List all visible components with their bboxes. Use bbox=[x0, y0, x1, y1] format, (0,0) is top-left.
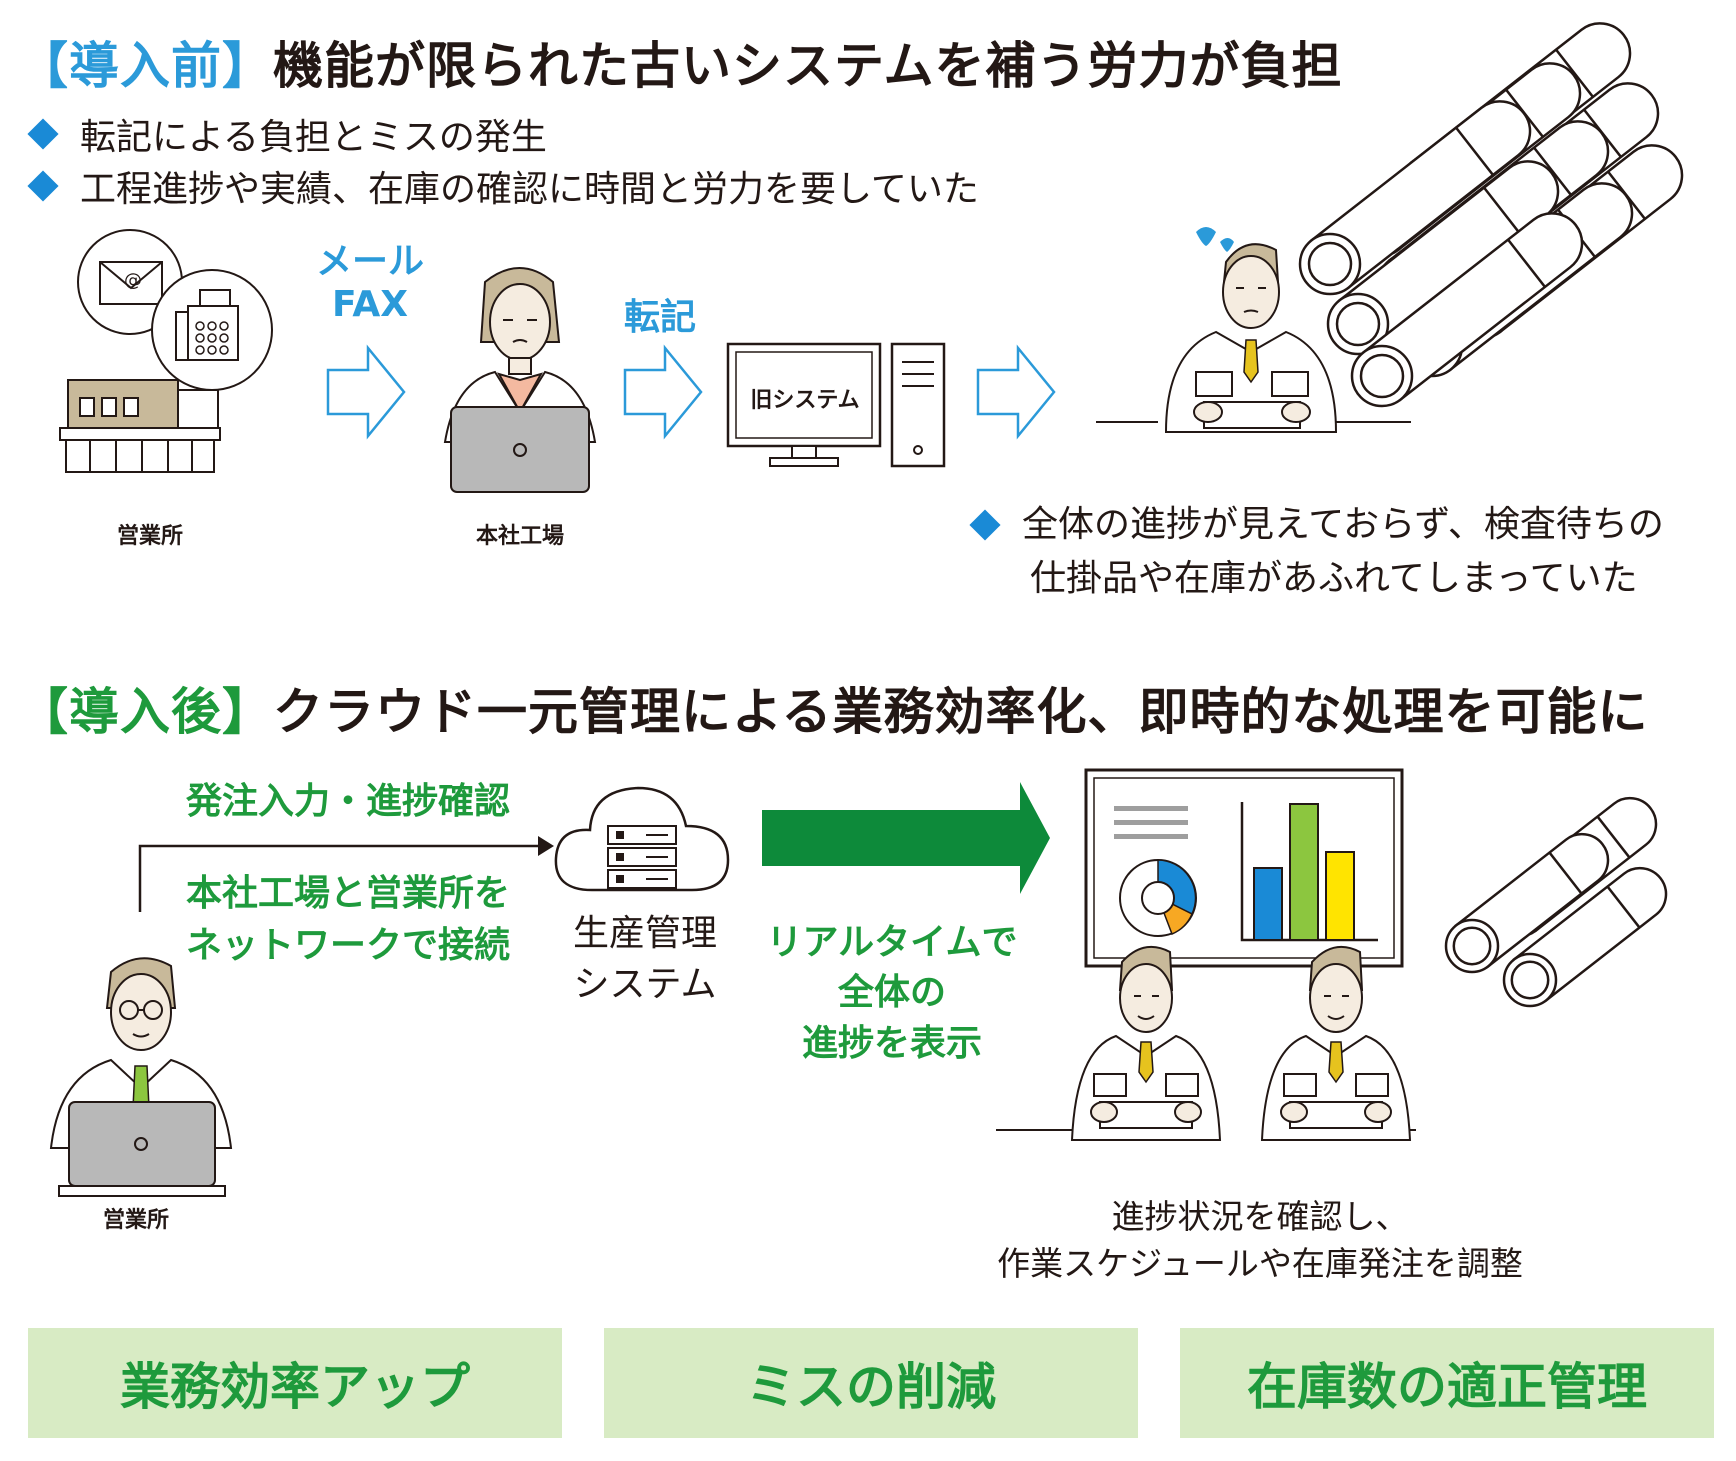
pipe-body bbox=[1337, 160, 1560, 350]
before-title-bracket: 【導入前】 bbox=[18, 37, 273, 95]
donut-chart bbox=[1119, 859, 1197, 937]
realtime-label-line3: 進捗を表示 bbox=[801, 1022, 982, 1064]
connect-label-line1: 本社工場と営業所を bbox=[185, 873, 510, 914]
worker-left bbox=[1070, 945, 1222, 1141]
before-bullet-2: 工程進捗や実績、在庫の確認に時間と労力を要していた bbox=[24, 160, 979, 212]
realtime-label: リアルタイムで 全体の 進捗を表示 bbox=[762, 918, 1022, 1069]
after-sales-office-label: 営業所 bbox=[102, 1208, 169, 1233]
diamond-icon bbox=[27, 118, 59, 150]
mail-fax-label: メール FAX bbox=[300, 240, 440, 326]
system-label-line2: システム bbox=[573, 964, 717, 1006]
outline-arrow-icon bbox=[326, 344, 406, 440]
before-title-text: 機能が限られた古いシステムを補う労力が負担 bbox=[273, 37, 1343, 95]
before-sales-office-label: 営業所 bbox=[116, 524, 183, 549]
female-staff-illustration bbox=[443, 267, 597, 493]
pipe-inner bbox=[1510, 960, 1550, 1000]
connector-arrow-icon bbox=[138, 836, 554, 912]
order-input-label: 発注入力・進捗確認 bbox=[185, 781, 510, 822]
connect-label: 本社工場と営業所を ネットワークで接続 bbox=[168, 868, 528, 972]
old-system-pc-illustration bbox=[726, 342, 946, 468]
benefit-error-reduction: ミスの削減 bbox=[604, 1328, 1138, 1438]
pipe-band bbox=[1555, 48, 1594, 98]
pipe-body bbox=[1361, 212, 1584, 402]
pipe-band bbox=[1483, 186, 1522, 236]
production-system-label: 生産管理 システム bbox=[550, 908, 740, 1010]
two-workers-illustration bbox=[996, 945, 1416, 1141]
after-title: 【導入後】クラウド一元管理による業務効率化、即時的な処理を可能に bbox=[18, 672, 1649, 744]
system-label-line1: 生産管理 bbox=[572, 913, 717, 954]
pipe-band bbox=[1455, 126, 1494, 176]
pipe-inner bbox=[1335, 301, 1381, 347]
old-system-label: 旧システム bbox=[750, 388, 860, 413]
pipe-band bbox=[1596, 815, 1631, 859]
cloud-server-icon bbox=[554, 786, 730, 892]
after-title-text: クラウド一元管理による業務効率化、即時的な処理を可能に bbox=[273, 683, 1649, 741]
connect-label-line2: ネットワークで接続 bbox=[185, 925, 510, 967]
bar-green bbox=[1289, 803, 1319, 941]
outline-arrow-icon bbox=[623, 344, 703, 440]
sales-worker-illustration bbox=[49, 957, 233, 1197]
bar-yellow bbox=[1325, 851, 1355, 941]
benefit-inventory: 在庫数の適正管理 bbox=[1180, 1328, 1714, 1438]
worried-worker-illustration bbox=[1096, 227, 1411, 433]
benefit-efficiency: 業務効率アップ bbox=[28, 1328, 562, 1438]
pipe-band bbox=[1548, 851, 1583, 895]
before-bullet-1: 転記による負担とミスの発生 bbox=[24, 108, 547, 160]
realtime-label-line2: 全体の bbox=[837, 972, 946, 1014]
before-note-line2: 仕掛品や在庫があふれてしまっていた bbox=[1030, 558, 1638, 599]
pipe-stack-illustration bbox=[1298, 22, 1684, 408]
pipe-inner bbox=[1452, 926, 1492, 966]
worker-right bbox=[1260, 945, 1412, 1141]
outline-arrow-icon bbox=[976, 344, 1056, 440]
pipe-stack-small-illustration bbox=[1444, 796, 1668, 1008]
pipe-body bbox=[1309, 100, 1532, 290]
before-note-line1: 全体の進捗が見えておらず、検査待ちの bbox=[1022, 504, 1664, 545]
pipe-inner bbox=[1307, 241, 1353, 287]
svg-text:@: @ bbox=[124, 270, 142, 291]
after-note-line1: 進捗状況を確認し、 bbox=[1111, 1197, 1409, 1236]
fax-label: FAX bbox=[331, 284, 409, 326]
realtime-label-line1: リアルタイムで bbox=[766, 922, 1018, 963]
after-note-line2: 作業スケジュールや在庫発注を調整 bbox=[997, 1243, 1523, 1283]
diamond-icon bbox=[969, 509, 1001, 541]
transcribe-label: 転記 bbox=[623, 297, 696, 338]
sales-office-illustration: @ bbox=[59, 229, 273, 473]
before-head-factory-label: 本社工場 bbox=[475, 524, 564, 549]
diamond-icon bbox=[27, 170, 59, 202]
before-note: 全体の進捗が見えておらず、検査待ちの 仕掛品や在庫があふれてしまっていた bbox=[969, 498, 1664, 606]
bar-blue bbox=[1253, 867, 1283, 941]
pipe-band bbox=[1507, 238, 1546, 288]
after-note: 進捗状況を確認し、 作業スケジュールや在庫発注を調整 bbox=[980, 1194, 1540, 1288]
before-title: 【導入前】機能が限られた古いシステムを補う労力が負担 bbox=[18, 26, 1343, 98]
green-arrow-icon bbox=[762, 782, 1050, 894]
after-title-bracket: 【導入後】 bbox=[18, 683, 273, 741]
before-bullet-1-text: 転記による負担とミスの発生 bbox=[80, 117, 547, 158]
before-bullet-2-text: 工程進捗や実績、在庫の確認に時間と労力を要していた bbox=[80, 169, 979, 210]
pipe-band bbox=[1533, 146, 1572, 196]
pipe-band bbox=[1606, 885, 1641, 929]
dashboard-screen-illustration bbox=[1084, 768, 1404, 968]
pipe-inner bbox=[1359, 353, 1405, 399]
mail-label: メール bbox=[315, 241, 424, 282]
